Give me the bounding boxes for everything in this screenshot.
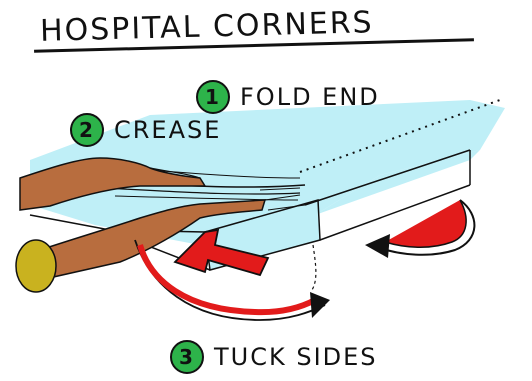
arrow-curve-right: [385, 200, 466, 247]
sleeve: [16, 240, 56, 292]
step-1-label: FOLD END: [240, 83, 380, 111]
step-2: 2 CREASE: [70, 113, 221, 147]
step-1: 1 FOLD END: [196, 80, 380, 114]
step-3-label: TUCK SIDES: [214, 343, 378, 371]
step-1-badge: 1: [196, 80, 230, 114]
step-3-badge: 3: [170, 340, 204, 374]
arrow-curve-right-head: [365, 234, 390, 258]
arrow-curve-bottom-head: [310, 292, 330, 318]
step-2-badge: 2: [70, 113, 104, 147]
step-2-label: CREASE: [114, 116, 221, 144]
step-3: 3 TUCK SIDES: [170, 340, 378, 374]
